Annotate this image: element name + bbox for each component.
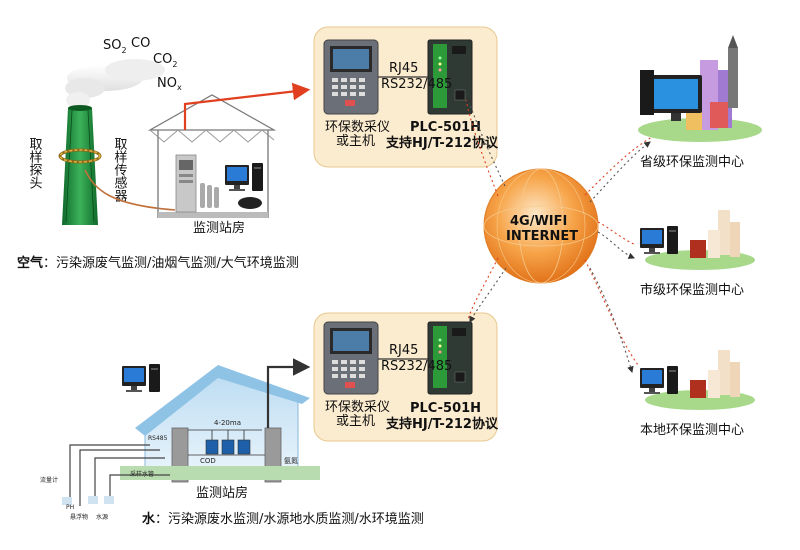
- network-label-2: INTERNET: [506, 229, 578, 244]
- sampling-probe-label: 取样探头: [27, 137, 43, 189]
- air-uplink-arrow: [183, 82, 311, 130]
- water-caption: 水：污染源废水监测/水源地水质监测/水环境监测: [142, 511, 424, 527]
- water-source-label: 水源: [96, 513, 108, 521]
- water-station-house: [62, 364, 320, 506]
- internet-globe: [483, 168, 599, 284]
- top-plc-model: PLC-501H: [410, 120, 481, 135]
- smoke-cloud: [65, 59, 165, 108]
- gas-co: CO: [131, 36, 150, 51]
- bottom-host-label-2: 或主机: [336, 414, 375, 429]
- device-box-bottom: [313, 312, 498, 442]
- top-host-label-1: 环保数采仪: [325, 120, 390, 135]
- flowmeter-label: 流量计: [40, 476, 58, 484]
- bottom-serial-label: RS232/485: [381, 359, 452, 374]
- air-station: [147, 94, 277, 218]
- local-center-label: 本地环保监测中心: [640, 423, 744, 438]
- local-center: [640, 350, 755, 410]
- current-label: 4-20ma: [214, 419, 241, 427]
- gas-so2: SO2: [103, 38, 127, 55]
- top-plc-support: 支持HJ/T-212协议: [385, 135, 499, 151]
- bottom-plc-support: 支持HJ/T-212协议: [385, 416, 499, 432]
- network-links: [465, 96, 653, 374]
- suspended-label: 悬浮物: [70, 513, 88, 521]
- sampling-pipe-label: 采样水管: [130, 470, 154, 478]
- bottom-host-label-1: 环保数采仪: [325, 400, 390, 415]
- air-caption: 空气：污染源废气监测/油烟气监测/大气环境监测: [17, 255, 299, 271]
- water-uplink-arrow: [266, 358, 311, 428]
- gas-nox: NOx: [157, 76, 182, 92]
- network-label-1: 4G/WIFI: [510, 214, 567, 229]
- ammonia-label: 氨氮: [284, 456, 298, 465]
- sensor-label: 取样传感器: [112, 137, 128, 203]
- rs485-label: RS485: [148, 435, 168, 442]
- bottom-rj45-label: RJ45: [389, 343, 418, 358]
- ph-label: PH: [66, 504, 74, 511]
- device-box-top: [313, 26, 498, 168]
- provincial-center-label: 省级环保监测中心: [640, 155, 744, 170]
- top-serial-label: RS232/485: [381, 77, 452, 92]
- sampling-line: [84, 169, 176, 211]
- provincial-center: [638, 35, 762, 142]
- city-center-label: 市级环保监测中心: [640, 282, 744, 298]
- top-rj45-label: RJ45: [389, 61, 418, 76]
- cod-label: COD: [200, 457, 216, 465]
- top-host-label-2: 或主机: [336, 134, 375, 149]
- bottom-plc-model: PLC-501H: [410, 401, 481, 416]
- air-station-label: 监测站房: [193, 220, 245, 236]
- water-station-title: 监测站房: [196, 485, 248, 501]
- gas-co2: CO2: [153, 52, 177, 69]
- chimney: [58, 105, 102, 225]
- city-center: [640, 210, 755, 270]
